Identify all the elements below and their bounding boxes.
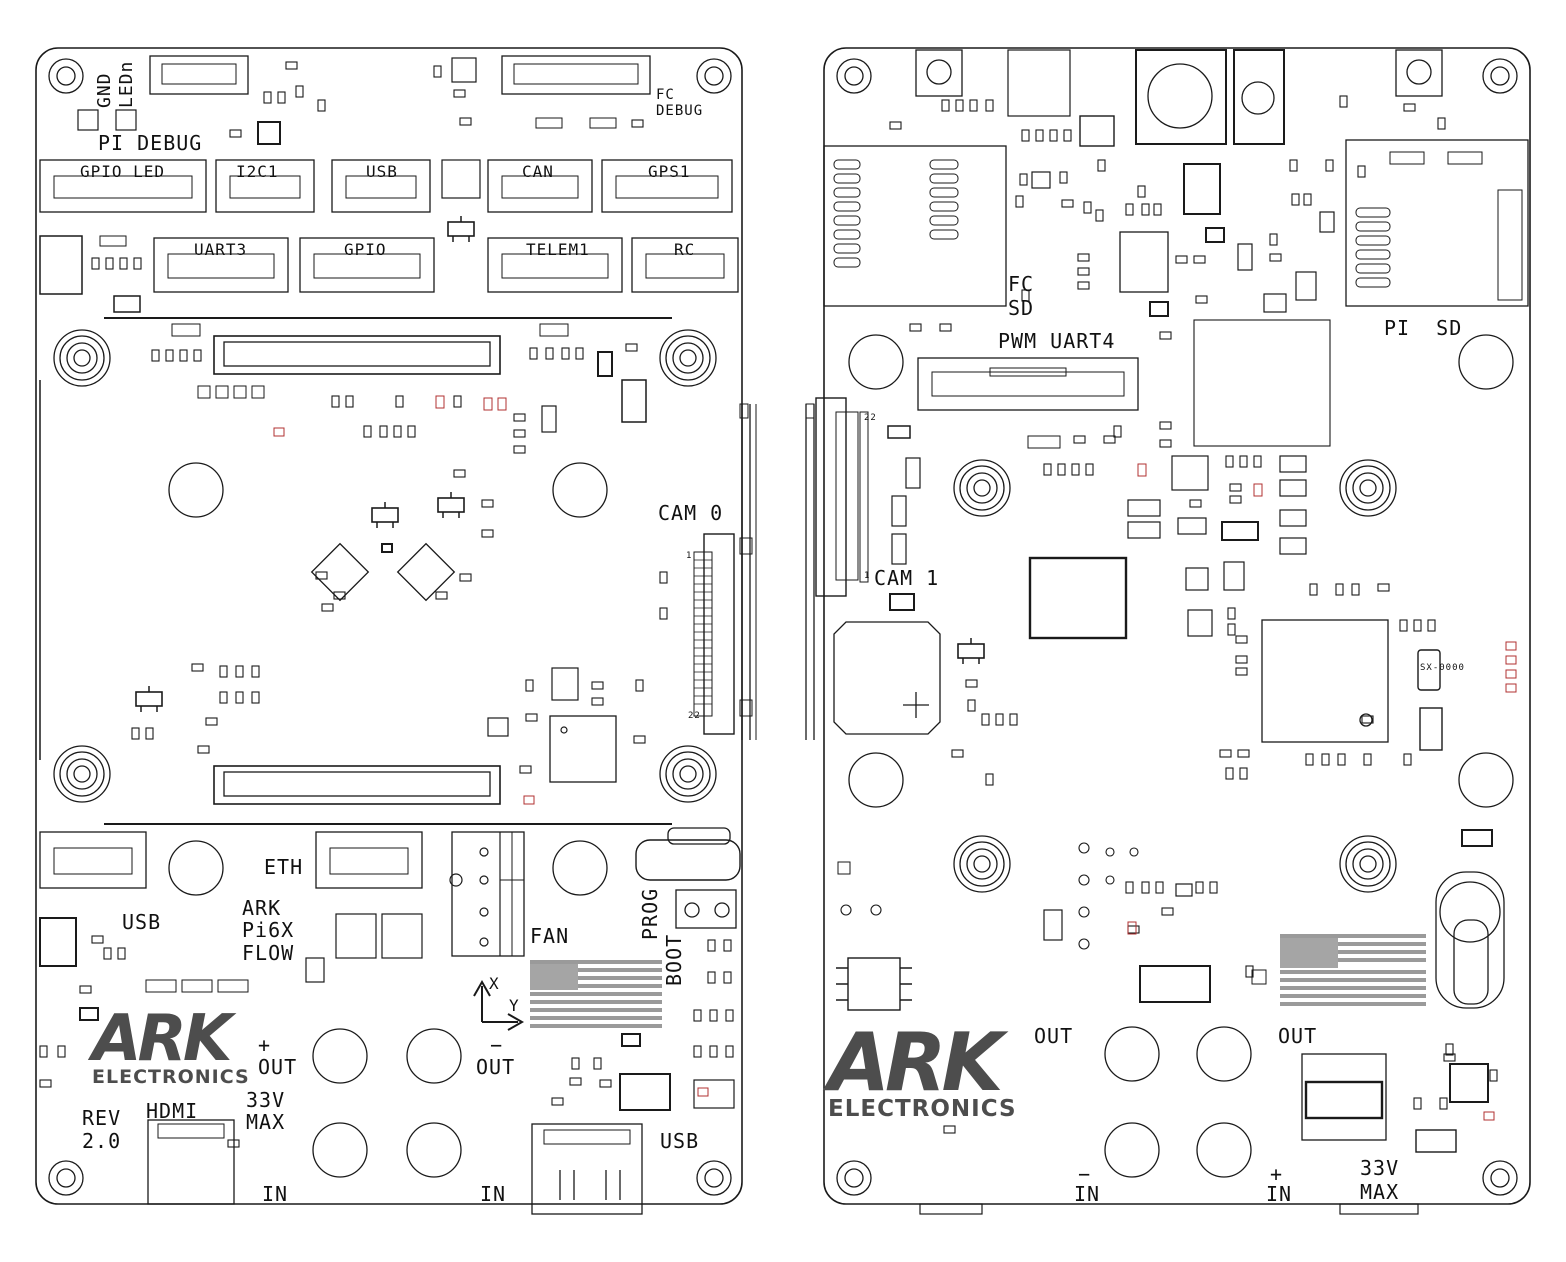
in-right-board-right: IN bbox=[1266, 1182, 1293, 1206]
pwm-uart4-label: PWM UART4 bbox=[998, 329, 1116, 353]
eth-label: ETH bbox=[264, 855, 304, 879]
connector-uart3-label: UART3 bbox=[194, 240, 248, 259]
rev-number: 2.0 bbox=[82, 1129, 122, 1153]
fc-debug-label-line2: DEBUG bbox=[656, 103, 704, 119]
cam1-pin-22: 22 bbox=[864, 413, 877, 423]
gnd-label: GND bbox=[94, 72, 115, 108]
pi-sd-label: PI SD bbox=[1384, 316, 1463, 340]
prog-label: PROG bbox=[638, 887, 662, 940]
plus-sign-right: + bbox=[1270, 1162, 1284, 1186]
pi-debug-label: PI DEBUG bbox=[98, 131, 203, 155]
boot-label: BOOT bbox=[662, 933, 686, 986]
logo-word-left: ELECTRONICS bbox=[92, 1066, 250, 1088]
hdmi-label: HDMI bbox=[146, 1099, 199, 1123]
product-line-1: ARK bbox=[242, 896, 282, 920]
cam1-label: CAM 1 bbox=[874, 566, 940, 590]
connector-gpio-label: GPIO bbox=[344, 240, 387, 259]
out-left-label: OUT bbox=[258, 1055, 298, 1079]
usb-bottom-label: USB bbox=[660, 1129, 700, 1153]
axis-x-label: X bbox=[489, 974, 500, 993]
us-flag-left bbox=[530, 960, 662, 1028]
ark-electronics-logo-right: ARK ELECTRONICS bbox=[828, 1016, 1038, 1124]
logo-word-right: ELECTRONICS bbox=[828, 1096, 1017, 1122]
cam0-label: CAM 0 bbox=[658, 501, 724, 525]
fan-label: FAN bbox=[530, 924, 570, 948]
connector-rc-label: RC bbox=[674, 240, 696, 259]
minus-sign-left: − bbox=[490, 1033, 504, 1057]
minus-sign-right: − bbox=[1078, 1162, 1092, 1186]
plus-sign-left: + bbox=[258, 1033, 272, 1057]
rev-label: REV bbox=[82, 1106, 122, 1130]
fc-sd-label-line1: FC bbox=[1008, 272, 1035, 296]
connector-gpio-led-label: GPIO LED bbox=[80, 162, 166, 181]
out-right-board-left: OUT bbox=[1034, 1024, 1074, 1048]
cam0-pin-22: 22 bbox=[688, 711, 701, 721]
voltage-left-line2: MAX bbox=[246, 1110, 286, 1134]
us-flag-right bbox=[1280, 934, 1426, 1006]
axis-y-label: Y bbox=[509, 996, 520, 1015]
connector-can-label: CAN bbox=[522, 162, 554, 181]
connector-telem1-label: TELEM1 bbox=[526, 240, 590, 259]
connector-gps1-label: GPS1 bbox=[648, 162, 691, 181]
fc-sd-label-line2: SD bbox=[1008, 296, 1035, 320]
usb-left-label: USB bbox=[122, 910, 162, 934]
cam1-pin-1: 1 bbox=[864, 571, 871, 581]
voltage-right-line1: 33V bbox=[1360, 1156, 1400, 1180]
connector-usb-label: USB bbox=[366, 162, 398, 181]
led-label: LEDn bbox=[116, 60, 137, 108]
voltage-left-line1: 33V bbox=[246, 1088, 286, 1112]
logo-letters-right: ARK bbox=[828, 1016, 1004, 1109]
product-line-2: Pi6X bbox=[242, 918, 295, 942]
in-right-label: IN bbox=[480, 1182, 507, 1206]
ark-electronics-logo-left: ARK ELECTRONICS bbox=[92, 1002, 262, 1088]
product-line-3: FLOW bbox=[242, 941, 295, 965]
connector-i2c1-label: I2C1 bbox=[236, 162, 279, 181]
chip-marking: SX-0000 bbox=[1420, 663, 1465, 673]
logo-letters-left: ARK bbox=[92, 1002, 232, 1076]
fc-debug-label-line1: FC bbox=[656, 87, 675, 103]
in-right-board-left: IN bbox=[1074, 1182, 1101, 1206]
out-right-board-right: OUT bbox=[1278, 1024, 1318, 1048]
voltage-right-line2: MAX bbox=[1360, 1180, 1400, 1204]
out-right-label: OUT bbox=[476, 1055, 516, 1079]
in-left-label: IN bbox=[262, 1182, 289, 1206]
cam0-pin-1: 1 bbox=[686, 551, 693, 561]
